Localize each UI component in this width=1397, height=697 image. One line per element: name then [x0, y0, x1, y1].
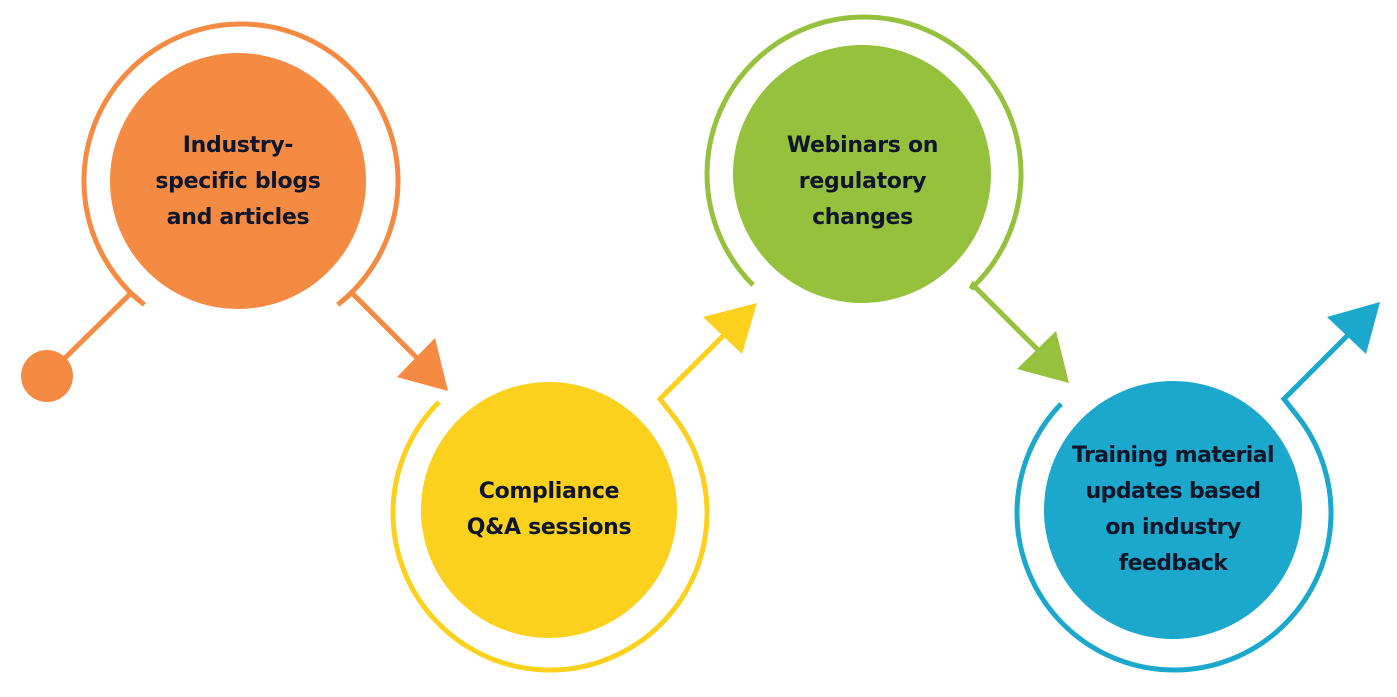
- step-1-label-line: specific blogs: [155, 169, 321, 194]
- step-4-label: Training material updates based on indus…: [1044, 382, 1302, 638]
- step-3-arrowhead-icon: [1017, 331, 1069, 383]
- step-4-ring-connector: [1014, 333, 1350, 673]
- step-4-arrowhead-icon: [1327, 302, 1380, 354]
- step-4-group: [1014, 302, 1380, 673]
- step-2-group: [390, 303, 757, 673]
- step-3-label: Webinars on regulatory changes: [733, 45, 992, 303]
- step-3-label-line: changes: [812, 205, 913, 230]
- step-1-ring-connector: [63, 21, 422, 363]
- step-4-circle: [1044, 381, 1302, 639]
- start-dot: [21, 350, 73, 402]
- step-3-group: [704, 14, 1069, 383]
- step-2-label-line: Q&A sessions: [466, 515, 632, 540]
- step-4-label-line: on industry: [1105, 515, 1241, 540]
- step-2-arrowhead-icon: [703, 303, 757, 354]
- step-1-group: [21, 21, 448, 402]
- step-1-arrowhead-icon: [397, 338, 448, 391]
- step-4-label-line: feedback: [1118, 551, 1228, 576]
- step-3-circle: [733, 45, 991, 303]
- step-4-label-line: Training material: [1072, 443, 1274, 468]
- step-1-label-line: and articles: [166, 205, 310, 230]
- step-1-label-line: Industry-: [182, 133, 294, 158]
- step-2-ring-connector: [390, 332, 727, 673]
- step-3-label-line: regulatory: [798, 169, 927, 194]
- step-2-label: Compliance Q&A sessions: [421, 382, 677, 638]
- step-1-label: Industry- specific blogs and articles: [113, 52, 363, 312]
- step-4-label-line: updates based: [1085, 479, 1261, 504]
- step-3-label-line: Webinars on: [786, 133, 939, 158]
- step-3-ring-connector: [704, 14, 1042, 354]
- step-1-circle: [110, 53, 366, 309]
- step-2-circle: [421, 382, 677, 638]
- step-2-label-line: Compliance: [478, 479, 620, 504]
